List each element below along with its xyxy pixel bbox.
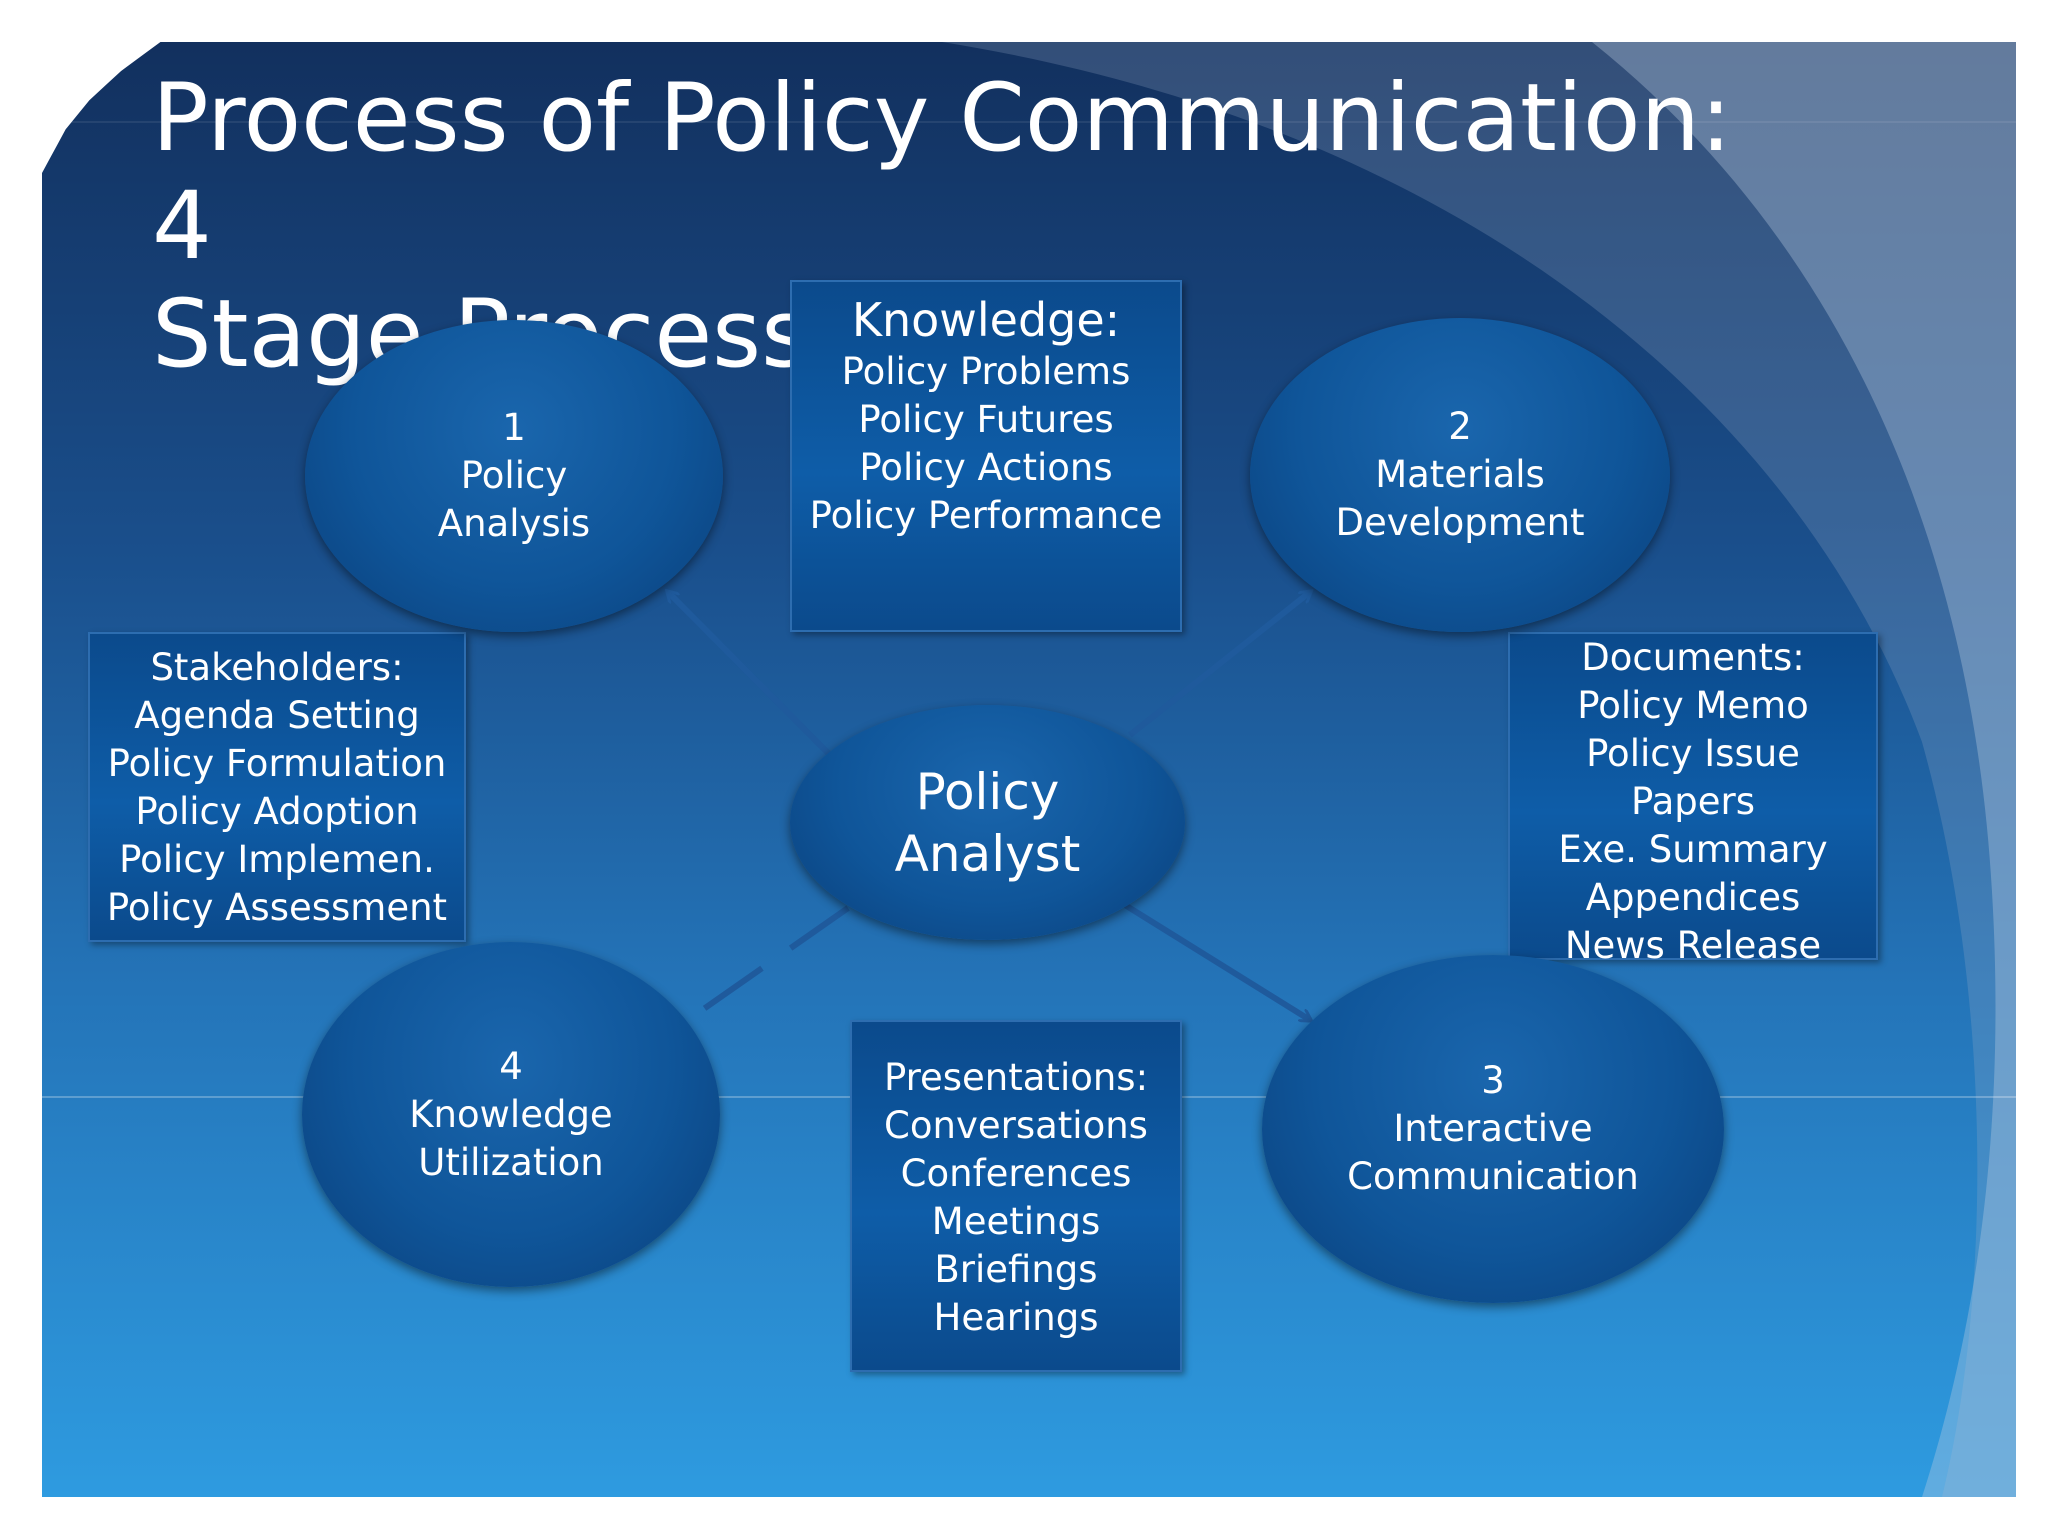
documents-item: Policy Issue — [1586, 732, 1800, 775]
stage-4-node: 4 Knowledge Utilization — [302, 942, 720, 1287]
documents-item: Papers — [1630, 780, 1756, 823]
stage-1-label: Analysis — [437, 502, 591, 545]
stakeholders-item: Agenda Setting — [134, 694, 420, 737]
stage-2-number: 2 — [1448, 405, 1472, 448]
knowledge-item: Policy Actions — [859, 446, 1113, 489]
stakeholders-heading: Stakeholders: — [150, 646, 404, 689]
presentations-item: Briefings — [934, 1248, 1098, 1291]
stage-1-label: Policy — [460, 454, 568, 497]
center-label: Analyst — [894, 824, 1081, 883]
stage-3-label: Communication — [1347, 1155, 1639, 1198]
presentations-item: Meetings — [931, 1200, 1101, 1243]
stage-3-number: 3 — [1481, 1059, 1505, 1102]
stage-4-number: 4 — [499, 1044, 523, 1088]
stage-2-label: Materials — [1375, 453, 1545, 496]
documents-item: Appendices — [1585, 876, 1801, 919]
knowledge-item: Policy Problems — [841, 350, 1131, 393]
stage-3-label: Interactive — [1393, 1107, 1593, 1150]
stage-1-number: 1 — [502, 406, 526, 449]
documents-item: Exe. Summary — [1558, 828, 1828, 871]
stage-4-label: Knowledge — [409, 1092, 613, 1136]
center-label: Policy — [915, 762, 1060, 821]
documents-item: News Release — [1564, 924, 1822, 967]
presentations-heading: Presentations: — [883, 1056, 1149, 1099]
presentations-item: Conversations — [884, 1104, 1148, 1147]
presentations-item: Conferences — [900, 1152, 1132, 1195]
presentations-item: Hearings — [933, 1296, 1099, 1339]
knowledge-box: Knowledge: Policy Problems Policy Future… — [790, 280, 1182, 632]
stage-2-label: Development — [1335, 501, 1585, 544]
title-line-1: Process of Policy Communication: 4 — [152, 64, 1732, 281]
stakeholders-box: Stakeholders: Agenda Setting Policy Form… — [88, 632, 466, 942]
knowledge-item: Policy Performance — [809, 494, 1163, 537]
documents-item: Policy Memo — [1577, 684, 1809, 727]
stakeholders-item: Policy Adoption — [135, 790, 419, 833]
documents-heading: Documents: — [1581, 636, 1805, 679]
stakeholders-item: Policy Formulation — [107, 742, 447, 785]
stakeholders-item: Policy Implemen. — [119, 838, 435, 881]
documents-box: Documents: Policy Memo Policy Issue Pape… — [1508, 632, 1878, 967]
stage-1-node: 1 Policy Analysis — [305, 320, 723, 632]
knowledge-heading: Knowledge: — [851, 293, 1121, 347]
stage-2-node: 2 Materials Development — [1250, 318, 1670, 632]
stakeholders-item: Policy Assessment — [106, 886, 448, 929]
policy-analyst-node: Policy Analyst — [790, 705, 1185, 940]
stage-3-node: 3 Interactive Communication — [1262, 955, 1724, 1303]
presentations-box: Presentations: Conversations Conferences… — [850, 1020, 1182, 1372]
stage-4-label: Utilization — [418, 1140, 604, 1184]
knowledge-item: Policy Futures — [858, 398, 1114, 441]
